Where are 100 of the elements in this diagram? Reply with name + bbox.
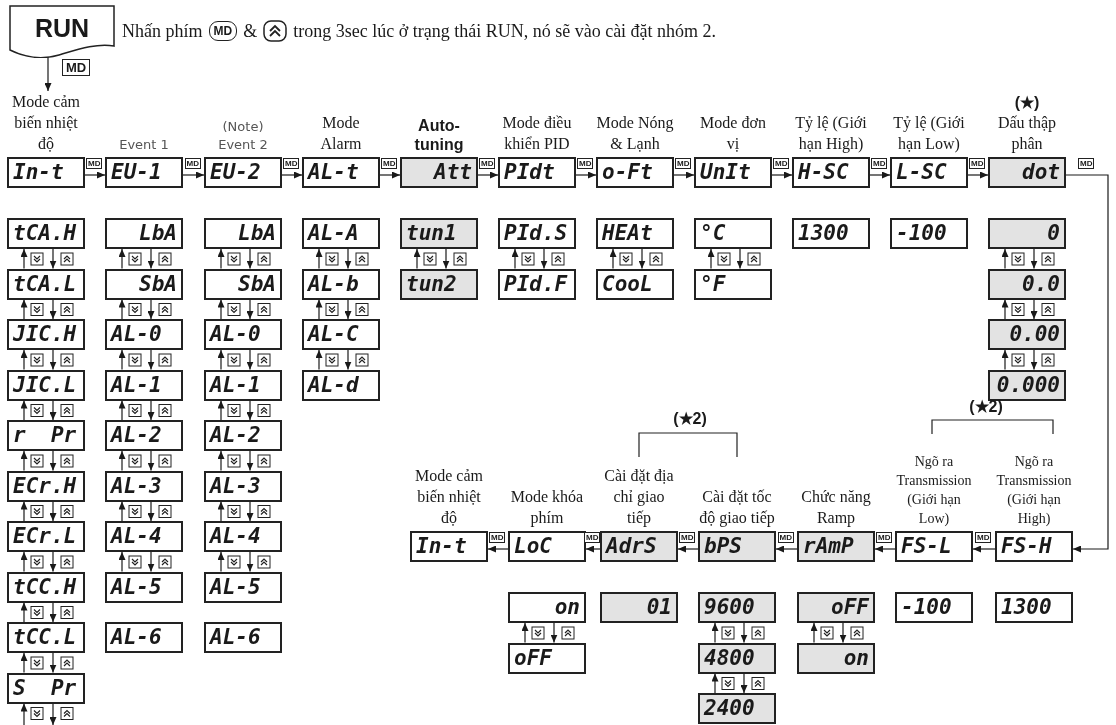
display-box: AL-4	[204, 521, 282, 552]
arrow	[281, 171, 303, 179]
display-box: JIC.H	[7, 319, 85, 350]
arrow	[775, 545, 798, 553]
display-box: dot	[988, 157, 1066, 188]
display-box: LbA	[204, 218, 282, 249]
arrow	[84, 171, 106, 179]
key-label: MD	[577, 158, 594, 169]
arrow	[217, 248, 225, 270]
arrow	[118, 349, 126, 371]
arrow	[810, 622, 818, 644]
display-box: -100	[890, 218, 968, 249]
arrow	[118, 500, 126, 522]
heading-label: Tỷ lệ (Giới hạn High)	[794, 113, 868, 154]
arrow	[575, 171, 597, 179]
arrow	[147, 349, 155, 371]
display-box: S Pr	[7, 672, 85, 704]
display-box: PId.F	[498, 268, 576, 300]
display-box: 0.00	[988, 319, 1066, 350]
arrow	[217, 298, 225, 320]
arrow	[874, 545, 896, 553]
arrow	[246, 500, 254, 522]
arrow	[736, 248, 744, 270]
key-label: MD	[975, 532, 992, 543]
display-box: tun2	[400, 268, 478, 300]
arrow	[20, 248, 28, 270]
key-label: MD	[283, 158, 300, 169]
display-box: °C	[694, 218, 772, 249]
display-box: AL-2	[105, 420, 183, 451]
key-label: MD	[208, 21, 238, 41]
arrow	[839, 622, 847, 644]
arrow	[487, 545, 509, 553]
arrow	[711, 672, 719, 694]
display-box: bPS	[698, 531, 776, 562]
display-box: ECr.L	[7, 521, 85, 552]
display-box: SbA	[204, 268, 282, 300]
arrow	[740, 622, 748, 644]
heading-label: Cài đặt địa chỉ giao tiếp	[603, 466, 675, 528]
arrow	[344, 248, 352, 270]
heading-label: Mode cảm biến nhiệt độ	[11, 92, 81, 154]
arrow	[677, 545, 699, 553]
display-box: AL-5	[105, 571, 183, 603]
key-label: MD	[1078, 158, 1095, 169]
arrow	[246, 399, 254, 421]
arrow	[20, 450, 28, 472]
display-box: UnIt	[694, 157, 772, 188]
arrow	[246, 450, 254, 472]
display-box: LoC	[508, 531, 586, 562]
arrow	[217, 399, 225, 421]
arrow	[49, 652, 57, 674]
arrow	[442, 248, 450, 270]
arrow	[344, 298, 352, 320]
arrow	[1030, 298, 1038, 320]
display-box: H-SC	[792, 157, 870, 188]
arrow	[521, 622, 529, 644]
display-box: AL-4	[105, 521, 183, 552]
heading-label: Ngõ ra Transmission (Giới hạn Low)	[895, 453, 973, 528]
display-box: FS-L	[895, 531, 973, 562]
arrow	[147, 450, 155, 472]
display-box: CooL	[596, 268, 674, 300]
arrow	[511, 248, 519, 270]
arrow	[49, 450, 57, 472]
arrow	[118, 551, 126, 573]
instruction-text: trong 3sec lúc ở trạng thái RUN, nó sẽ vào cài đặt nhóm 2.	[293, 20, 717, 42]
heading-label: (★)	[1013, 93, 1041, 112]
arrow	[869, 171, 891, 179]
display-box: EU-1	[105, 157, 183, 188]
arrow	[967, 171, 989, 179]
arrow	[540, 248, 548, 270]
heading-label: (Note) Event 2	[217, 118, 269, 154]
key-label: MD	[679, 532, 696, 543]
arrow	[413, 248, 421, 270]
display-box: o-Ft	[596, 157, 674, 188]
arrow	[1065, 174, 1109, 553]
arrow	[585, 545, 601, 553]
display-box: 0.000	[988, 369, 1066, 401]
display-box: PId.S	[498, 218, 576, 249]
heading-label: Mode Nóng & Lạnh	[596, 113, 674, 154]
arrow	[315, 349, 323, 371]
arrow	[20, 652, 28, 674]
display-box: LbA	[105, 218, 183, 249]
key-label: MD	[675, 158, 692, 169]
display-box: 9600	[698, 592, 776, 623]
instruction-text: &	[243, 20, 258, 42]
display-box: In-t	[7, 157, 85, 188]
display-box: AdrS	[600, 531, 678, 562]
arrow	[315, 248, 323, 270]
heading-label: Dấu thập phân	[996, 113, 1058, 154]
arrow	[1001, 248, 1009, 270]
arrow	[49, 298, 57, 320]
display-box: tCC.L	[7, 622, 85, 653]
arrow	[49, 248, 57, 270]
heading-label: Mode Alarm	[319, 113, 363, 154]
arrow	[118, 399, 126, 421]
arrow	[118, 248, 126, 270]
display-box: HEAt	[596, 218, 674, 249]
display-box: 0	[988, 218, 1066, 249]
display-box: 0.0	[988, 268, 1066, 300]
arrow	[147, 399, 155, 421]
display-box: AL-2	[204, 420, 282, 451]
